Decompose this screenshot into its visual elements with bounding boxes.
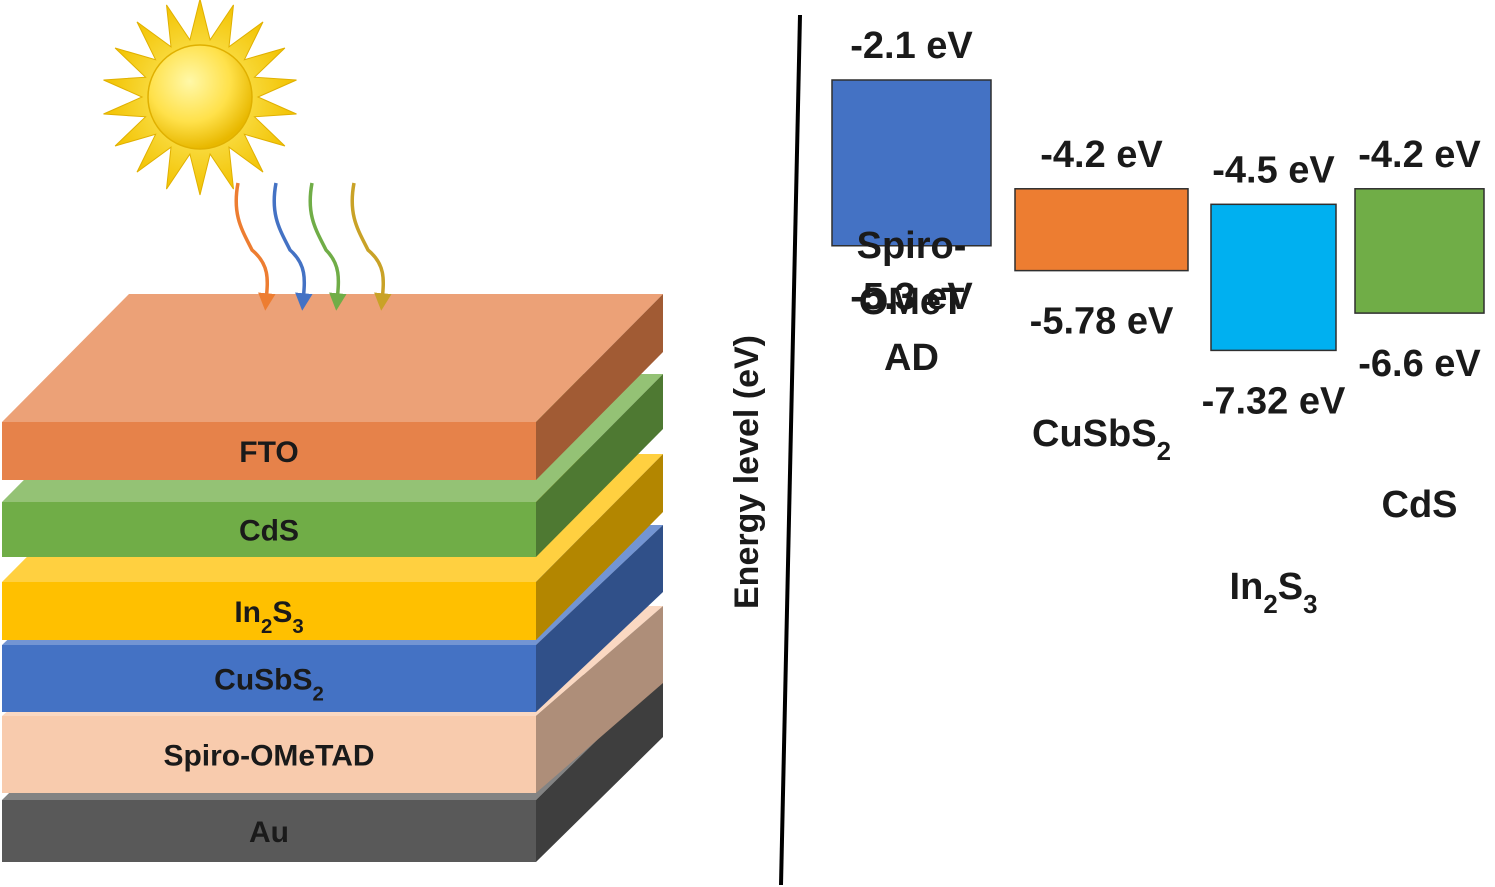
band-label: CdS [1382,484,1458,526]
device-layer-stack: Au Spiro-OMeTAD CuSbS2 In2S3 CdS FTO [2,294,663,862]
light-ray-arrow [308,182,347,311]
band-top-energy: -4.2 eV [1358,134,1481,176]
band-top-energy: -2.1 eV [850,25,973,67]
layer-label: CuSbS2 [214,664,324,706]
layer-label: In2S3 [234,596,303,638]
band-3: -4.5 eV -7.32 eV In2S3 [1202,149,1346,619]
light-ray-arrow [272,182,313,311]
energy-axis-label: Energy level (eV) [728,335,766,609]
band-label: CuSbS2 [1032,413,1171,466]
band-bar [831,79,992,247]
band-bottom-energy: -6.6 eV [1358,343,1481,385]
band-4: -4.2 eV -6.6 eV CdS [1354,134,1485,526]
energy-axis-line [779,14,802,886]
band-bar [1014,188,1189,272]
band-label: In2S3 [1230,566,1318,619]
band-bottom-energy: -7.32 eV [1202,380,1346,422]
layer-label: Au [249,816,289,849]
band-bar [1354,188,1485,314]
light-ray-arrow [350,182,392,311]
light-ray-arrow [234,182,276,311]
band-top-energy: -4.2 eV [1040,134,1163,176]
layer-fto: FTO [2,294,663,480]
layer-label: FTO [239,436,298,469]
band-bar [1210,203,1337,352]
layer-label: Spiro-OMeTAD [163,740,374,773]
band-bottom-energy: -5.3 eV [850,276,973,318]
incident-light-rays [234,182,392,311]
sun-icon [103,0,297,196]
layer-label: CdS [239,515,299,548]
band-2: -4.2 eV -5.78 eV CuSbS2 [1014,134,1189,466]
band-top-energy: -4.5 eV [1212,149,1335,191]
band-bottom-energy: -5.78 eV [1030,301,1174,343]
